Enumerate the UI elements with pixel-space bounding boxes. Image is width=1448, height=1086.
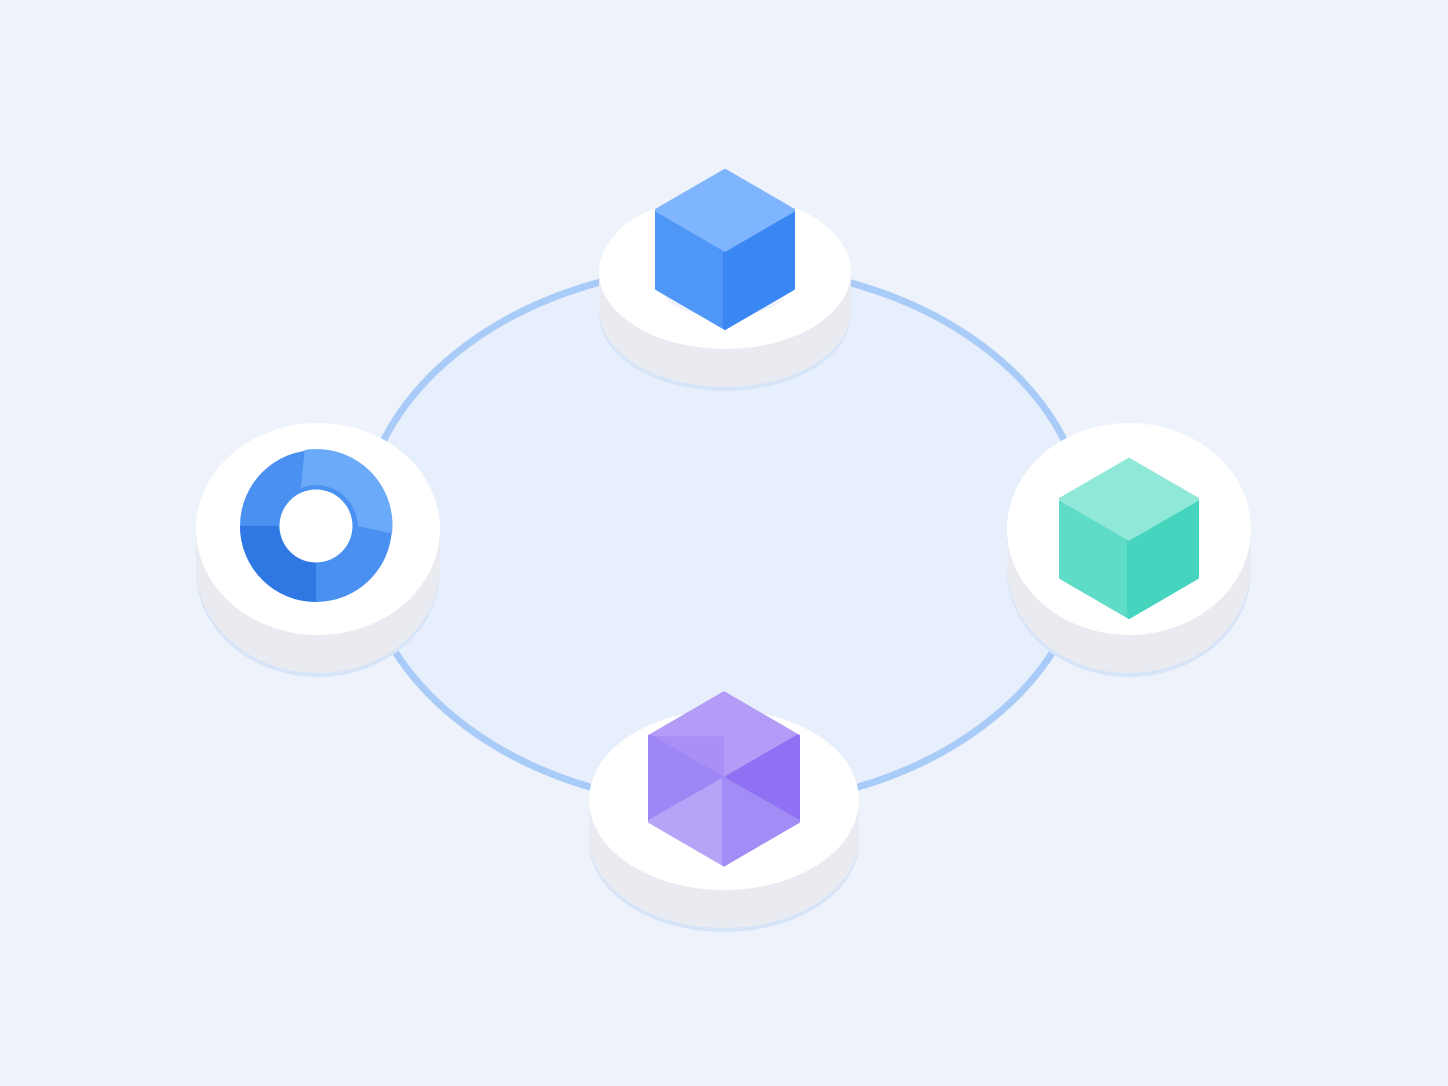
node-bottom <box>589 691 859 932</box>
blue-ring-icon <box>240 449 393 602</box>
purple-faceted-cube-icon <box>648 691 800 867</box>
node-top <box>599 168 851 391</box>
blue-cube-icon <box>655 168 795 330</box>
node-right <box>1007 423 1251 677</box>
platforms <box>196 168 1251 932</box>
teal-cube-icon <box>1059 457 1199 619</box>
node-left <box>196 423 440 677</box>
